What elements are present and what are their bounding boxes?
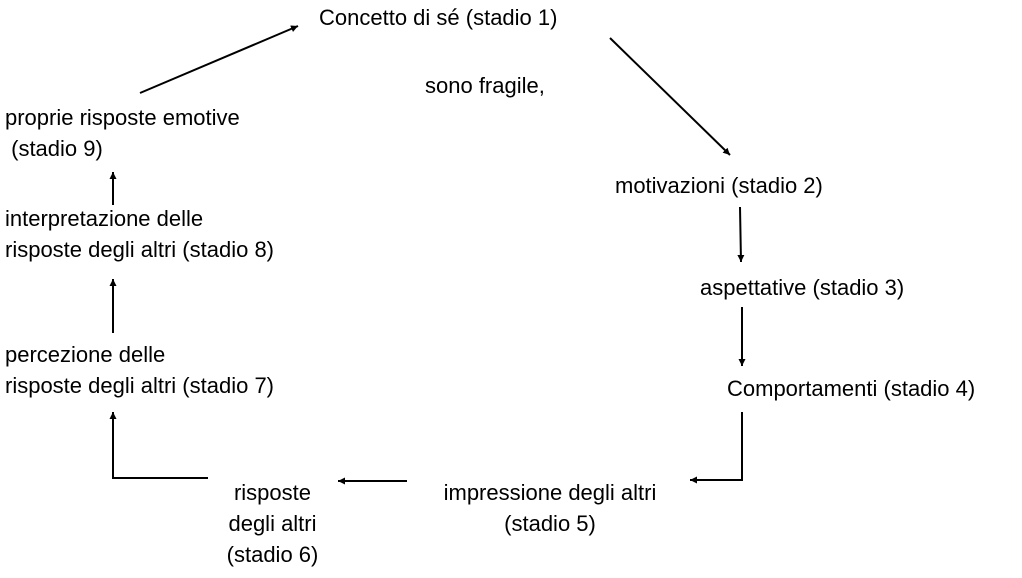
note-line: sono fragile, [425, 73, 545, 98]
stage-9-line-2: (stadio 9) [5, 136, 103, 161]
stage-5-label: impressione degli altri (stadio 5) [425, 477, 675, 539]
arrow-s9-to-s1 [139, 25, 299, 94]
arrow-s1-to-s2 [609, 37, 731, 156]
stage-2-line: motivazioni (stadio 2) [615, 173, 823, 198]
stage-4-label: Comportamenti (stadio 4) [727, 373, 975, 404]
stage-5-line-2: (stadio 5) [504, 511, 596, 536]
arrow-s2-to-s3 [737, 206, 745, 263]
stage-6-label: risposte degli altri (stadio 6) [210, 477, 335, 570]
stage-4-line: Comportamenti (stadio 4) [727, 376, 976, 401]
stage-5-line-1: impressione degli altri [443, 480, 657, 505]
stage-2-label: motivazioni (stadio 2) [615, 170, 823, 201]
stage-6-line-2: degli altri [228, 511, 317, 536]
stage-1-note: sono fragile, [425, 70, 545, 101]
stage-7-line-2: risposte degli altri (stadio 7) [5, 373, 275, 398]
stage-8-line-1: interpretazione delle [5, 206, 204, 231]
stage-9-label: proprie risposte emotive (stadio 9) [5, 102, 240, 164]
stage-1-line: Concetto di sé (stadio 1) [319, 5, 558, 30]
stage-8-label: interpretazione delle risposte degli alt… [5, 203, 274, 265]
stage-3-line: aspettative (stadio 3) [700, 275, 905, 300]
arrow-s4-to-s5 [690, 412, 743, 484]
stage-6-line-1: risposte [233, 480, 312, 505]
stage-6-line-3: (stadio 6) [226, 542, 319, 567]
stage-1-label: Concetto di sé (stadio 1) [319, 2, 557, 33]
stage-7-label: percezione delle risposte degli altri (s… [5, 339, 274, 401]
stage-9-line-1: proprie risposte emotive [5, 105, 240, 130]
stage-3-label: aspettative (stadio 3) [700, 272, 904, 303]
stage-7-line-1: percezione delle [5, 342, 166, 367]
stage-8-line-2: risposte degli altri (stadio 8) [5, 237, 275, 262]
arrow-s6-to-s7 [109, 412, 208, 479]
